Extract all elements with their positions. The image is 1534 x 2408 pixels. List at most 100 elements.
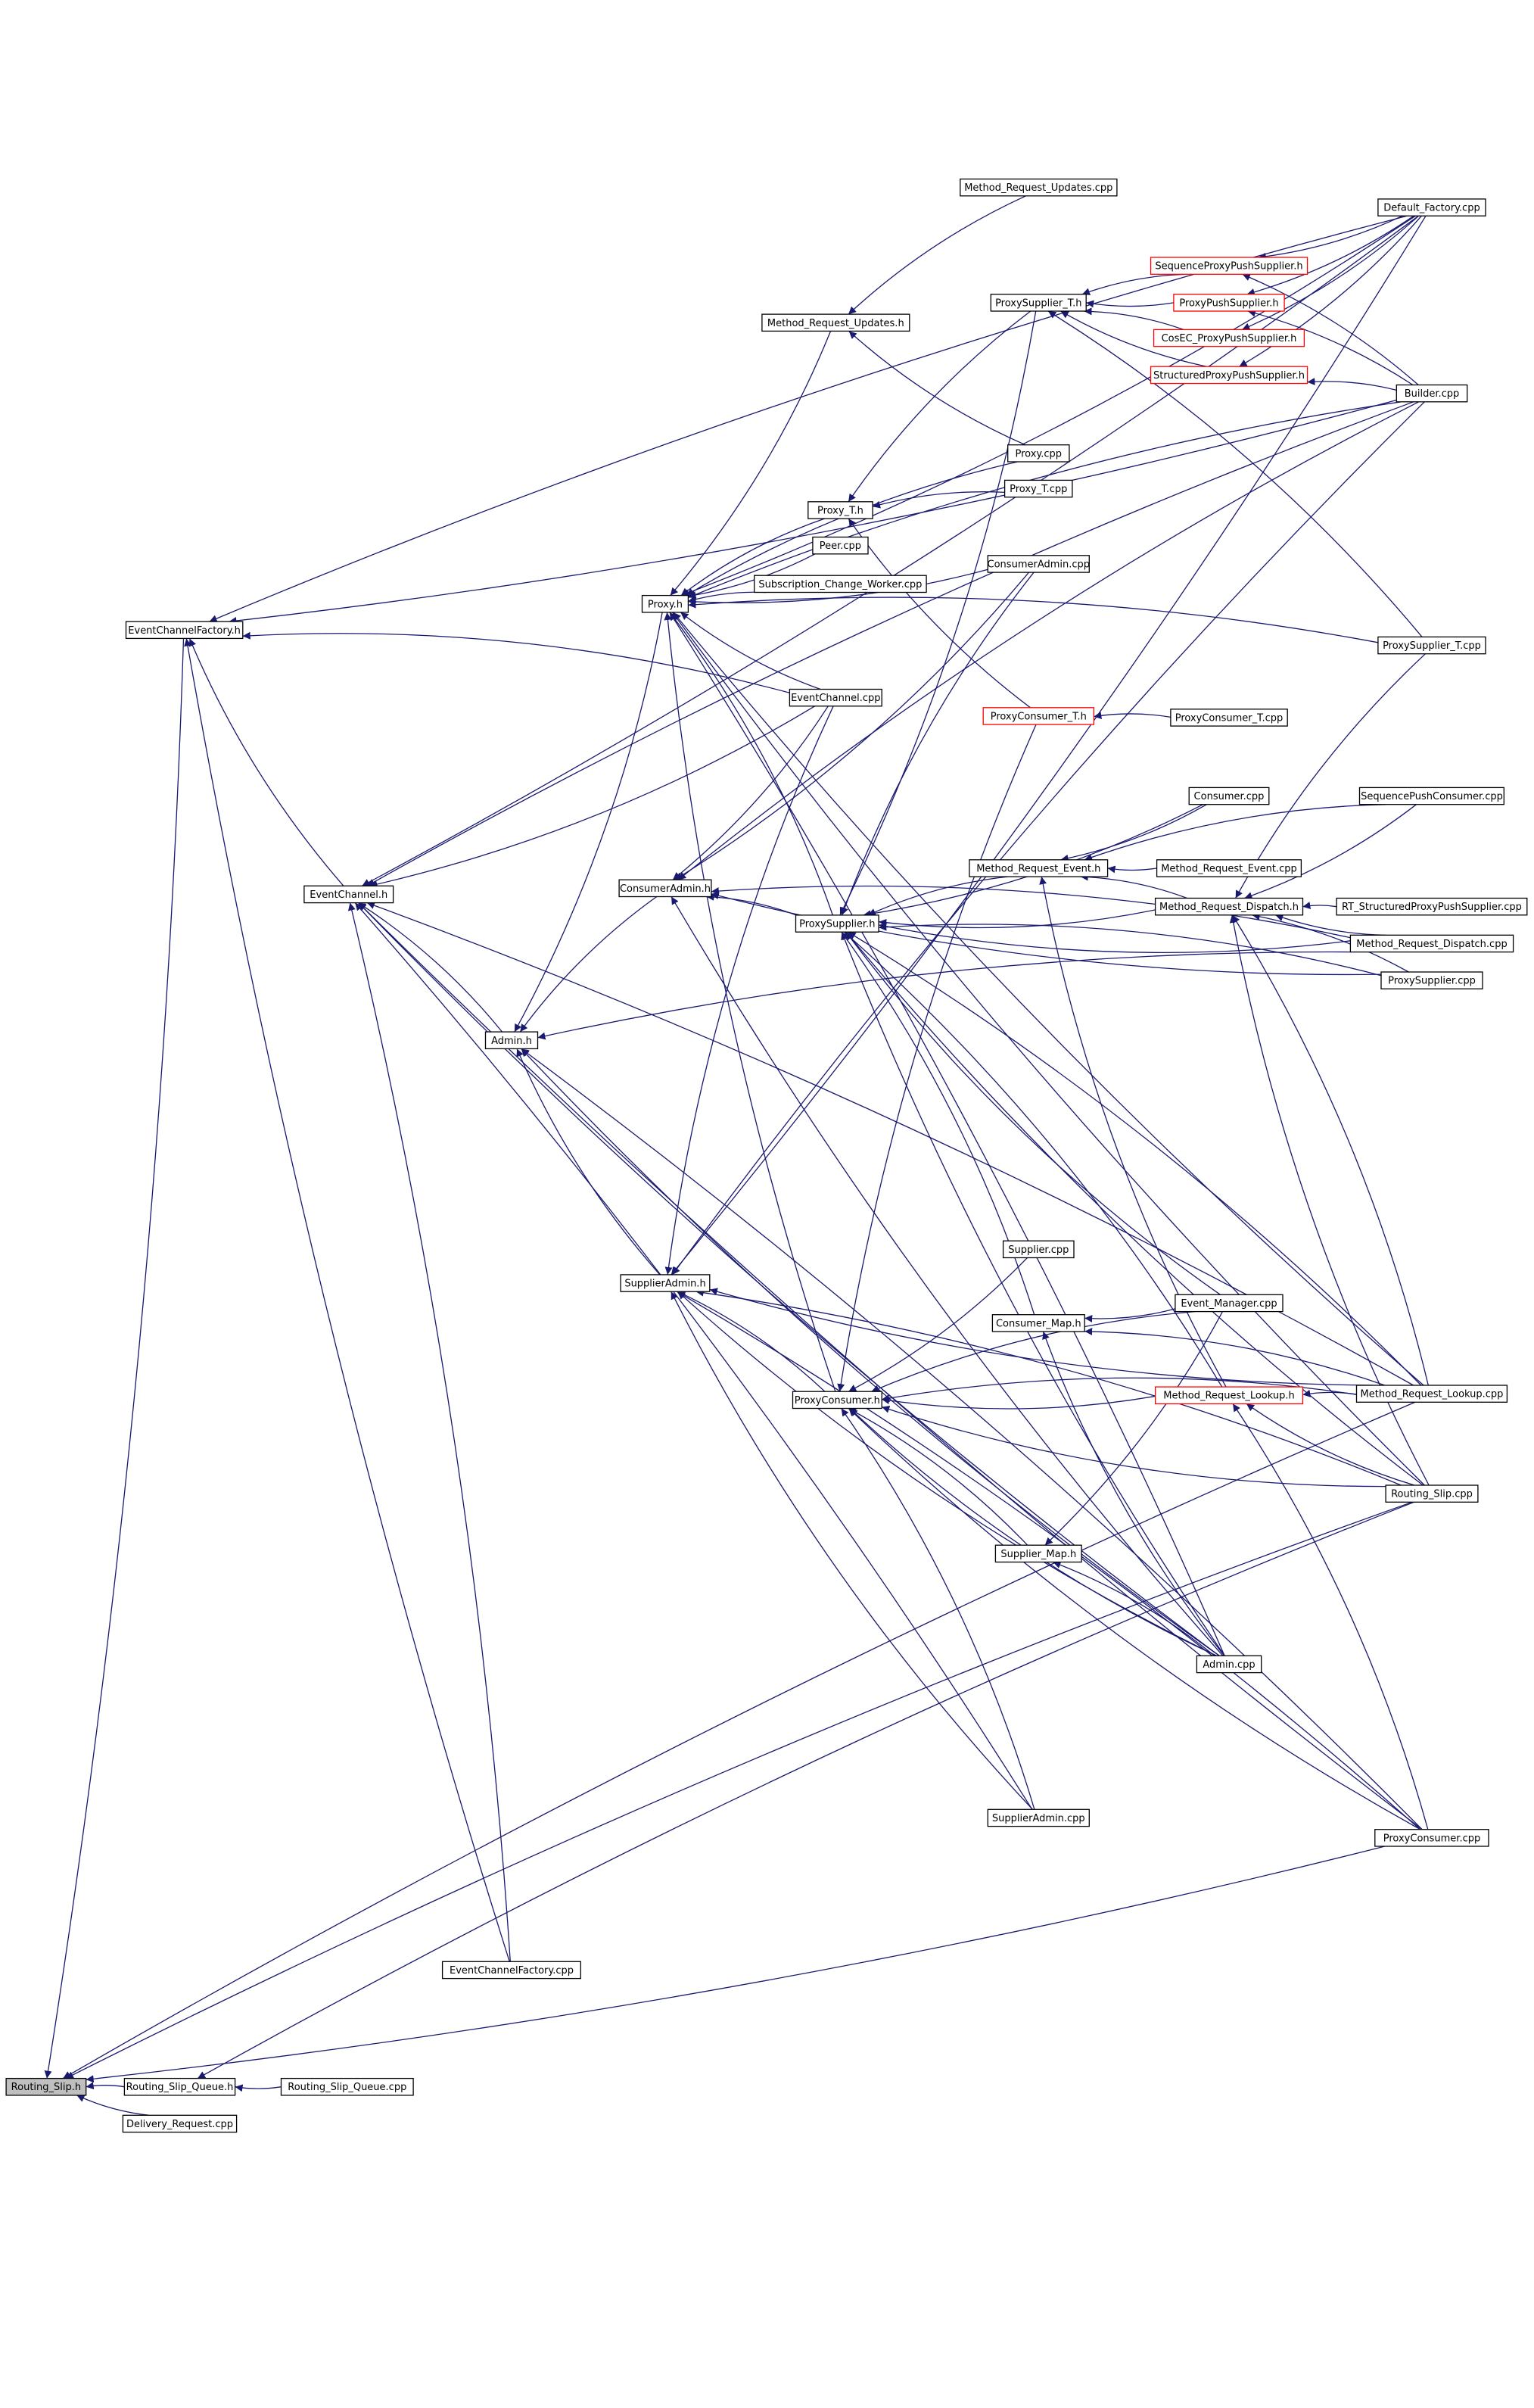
- node-label: Routing_Slip.h: [11, 2082, 81, 2093]
- node-box: [1003, 479, 1073, 498]
- node-routing-slip-h[interactable]: Routing_Slip.h: [5, 2077, 87, 2096]
- node-method-request-event-h[interactable]: Method_Request_Event.h: [969, 859, 1109, 877]
- edge-proxyconsumer_cpp-to-supplieradmin_h: [677, 1291, 1420, 1830]
- edge-method_request_lookup_h-to-proxysupplier_h: [844, 931, 1223, 1388]
- node-box: [761, 313, 910, 332]
- node-box: [1196, 1655, 1262, 1674]
- node-label: StructuredProxyPushSupplier.h: [1153, 370, 1305, 382]
- edge-event_manager_cpp-to-consumer_map_h: [1084, 1308, 1176, 1322]
- node-label: CosEC_ProxyPushSupplier.h: [1162, 333, 1297, 344]
- edge-consumeradmin_h-to-admin_h: [519, 896, 658, 1033]
- node-supplieradmin-h[interactable]: SupplierAdmin.h: [620, 1274, 711, 1292]
- edge-proxyconsumer_h-to-supplieradmin_h: [677, 1291, 826, 1392]
- node-box: [812, 536, 869, 555]
- node-event-manager-cpp[interactable]: Event_Manager.cpp: [1175, 1294, 1284, 1313]
- edge-builder_cpp-to-proxy_h: [688, 401, 1402, 599]
- edge-peer_cpp-to-proxy_h: [688, 553, 816, 599]
- node-eventchannel-h[interactable]: EventChannel.h: [303, 885, 394, 904]
- node-proxypushsupplier-h[interactable]: ProxyPushSupplier.h: [1173, 294, 1285, 312]
- node-supplier-cpp[interactable]: Supplier.cpp: [1002, 1240, 1075, 1259]
- edge-cosec_proxypushsupplier_h-to-proxysupplier_t_h: [1084, 307, 1184, 331]
- edge-default_factory_cpp-to-eventchannelfactory_h: [209, 215, 1408, 622]
- edge-builder_cpp-to-consumeradmin_h: [677, 401, 1419, 880]
- node-delivery-request-cpp[interactable]: Delivery_Request.cpp: [122, 2114, 238, 2133]
- node-admin-h[interactable]: Admin.h: [484, 1031, 539, 1050]
- node-sequenceproxypushsupplier-h[interactable]: SequenceProxyPushSupplier.h: [1150, 257, 1308, 275]
- node-peer-cpp[interactable]: Peer.cpp: [812, 536, 869, 555]
- node-consumer-map-h[interactable]: Consumer_Map.h: [991, 1314, 1085, 1332]
- node-label: Routing_Slip_Queue.h: [126, 2082, 234, 2093]
- node-proxysupplier-cpp[interactable]: ProxySupplier.cpp: [1380, 971, 1483, 989]
- node-cosec-proxypushsupplier-h[interactable]: CosEC_ProxyPushSupplier.h: [1153, 329, 1305, 347]
- edge-method_request_updates_cpp-to-method_request_updates_h: [848, 195, 1026, 315]
- node-method-request-dispatch-cpp[interactable]: Method_Request_Dispatch.cpp: [1349, 934, 1514, 953]
- edge-proxysupplier_t_cpp-to-proxy_h: [688, 597, 1379, 643]
- edge-routing_slip_queue_cpp-to-routing_slip_queue_h: [235, 2084, 282, 2092]
- node-eventchannel-cpp[interactable]: EventChannel.cpp: [789, 688, 882, 707]
- node-proxysupplier-h[interactable]: ProxySupplier.h: [795, 914, 879, 933]
- node-sequencepushconsumer-cpp[interactable]: SequencePushConsumer.cpp: [1358, 787, 1504, 805]
- node-method-request-dispatch-h[interactable]: Method_Request_Dispatch.h: [1154, 897, 1304, 916]
- node-eventchannelfactory-h[interactable]: EventChannelFactory.h: [125, 621, 244, 640]
- edge-routing_slip_cpp-to-routing_slip_h: [65, 1501, 1413, 2079]
- node-proxyconsumer-cpp[interactable]: ProxyConsumer.cpp: [1374, 1829, 1489, 1847]
- node-rt-structuredproxypushsupplier-cpp[interactable]: RT_StructuredProxyPushSupplier.cpp: [1336, 897, 1528, 916]
- node-proxyconsumer-h[interactable]: ProxyConsumer.h: [792, 1391, 882, 1410]
- node-box: [123, 2077, 236, 2096]
- node-box: [1153, 329, 1305, 347]
- node-routing-slip-queue-cpp[interactable]: Routing_Slip_Queue.cpp: [280, 2077, 414, 2096]
- node-admin-cpp[interactable]: Admin.cpp: [1196, 1655, 1262, 1674]
- node-default-factory-cpp[interactable]: Default_Factory.cpp: [1377, 198, 1486, 217]
- node-label: Supplier_Map.h: [1000, 1549, 1076, 1560]
- node-method-request-updates-h[interactable]: Method_Request_Updates.h: [761, 313, 910, 332]
- node-builder-cpp[interactable]: Builder.cpp: [1396, 384, 1468, 403]
- edge-layer: [44, 195, 1430, 2116]
- node-method-request-lookup-h[interactable]: Method_Request_Lookup.h: [1154, 1386, 1304, 1405]
- node-proxy-cpp[interactable]: Proxy.cpp: [1007, 444, 1070, 463]
- node-box: [1002, 1240, 1075, 1259]
- node-routing-slip-cpp[interactable]: Routing_Slip.cpp: [1385, 1484, 1479, 1503]
- node-subscription-change-worker-cpp[interactable]: Subscription_Change_Worker.cpp: [754, 575, 927, 593]
- node-eventchannelfactory-cpp[interactable]: EventChannelFactory.cpp: [441, 1961, 581, 1980]
- edge-proxy_t_cpp-to-proxy_t_h: [872, 491, 1005, 509]
- node-box: [1336, 897, 1528, 916]
- node-proxy-t-h[interactable]: Proxy_T.h: [807, 501, 873, 519]
- node-label: ProxyConsumer.h: [795, 1395, 880, 1406]
- node-proxyconsumer-t-h[interactable]: ProxyConsumer_T.h: [982, 707, 1095, 725]
- node-proxysupplier-t-cpp[interactable]: ProxySupplier_T.cpp: [1377, 636, 1486, 655]
- node-proxyconsumer-t-cpp[interactable]: ProxyConsumer_T.cpp: [1170, 709, 1288, 727]
- edge-method_request_lookup_cpp-to-proxyconsumer_h: [882, 1377, 1357, 1402]
- edge-method_request_dispatch_cpp-to-method_request_dispatch_h: [1275, 914, 1386, 936]
- edge-proxyconsumer_cpp-to-method_request_lookup_h: [1232, 1403, 1429, 1830]
- node-consumeradmin-cpp[interactable]: ConsumerAdmin.cpp: [988, 555, 1091, 573]
- edge-eventchannelfactory_cpp-to-eventchannelfactory_h: [184, 638, 510, 1962]
- node-method-request-event-cpp[interactable]: Method_Request_Event.cpp: [1156, 859, 1302, 877]
- edge-proxyconsumer_t_cpp-to-proxyconsumer_t_h: [1094, 712, 1172, 720]
- node-box: [792, 1391, 882, 1410]
- node-label: Method_Request_Updates.cpp: [964, 182, 1112, 194]
- edge-routing_slip_cpp-to-supplieradmin_h: [695, 1288, 1402, 1486]
- node-layer: Routing_Slip.h EventChannelFactory.hEvent…: [5, 178, 1528, 2133]
- edge-admin_cpp-to-supplier_map_h: [1053, 1561, 1215, 1656]
- node-proxysupplier-t-h[interactable]: ProxySupplier_T.h: [990, 294, 1087, 312]
- node-method-request-lookup-cpp[interactable]: Method_Request_Lookup.cpp: [1355, 1385, 1508, 1403]
- node-structuredproxypushsupplier-h[interactable]: StructuredProxyPushSupplier.h: [1150, 366, 1308, 385]
- edge-proxysupplier_t_h-to-proxy_t_h: [848, 310, 1031, 503]
- edge-method_request_lookup_h-to-method_request_event_h: [1039, 876, 1227, 1388]
- node-supplier-map-h[interactable]: Supplier_Map.h: [994, 1544, 1082, 1563]
- edge-routing_slip_cpp-to-method_request_dispatch_h: [1229, 914, 1430, 1486]
- node-box: [441, 1961, 581, 1980]
- node-supplieradmin-cpp[interactable]: SupplierAdmin.cpp: [987, 1808, 1090, 1827]
- node-proxy-h[interactable]: Proxy.h: [641, 594, 689, 613]
- node-consumer-cpp[interactable]: Consumer.cpp: [1188, 787, 1270, 805]
- node-label: EventChannel.h: [310, 889, 387, 901]
- node-routing-slip-queue-h[interactable]: Routing_Slip_Queue.h: [123, 2077, 236, 2096]
- edge-routing_slip_cpp-to-proxysupplier_h: [845, 931, 1424, 1486]
- node-label: Method_Request_Dispatch.h: [1159, 902, 1299, 913]
- node-proxy-t-cpp[interactable]: Proxy_T.cpp: [1003, 479, 1073, 498]
- node-method-request-updates-cpp[interactable]: Method_Request_Updates.cpp: [960, 178, 1118, 197]
- edge-method_request_dispatch_h-to-method_request_event_h: [1080, 873, 1187, 899]
- edge-admin_cpp-to-proxy_h: [669, 612, 1225, 1656]
- edge-default_factory_cpp-to-proxy_h: [681, 215, 1416, 597]
- node-consumeradmin-h[interactable]: ConsumerAdmin.h: [618, 879, 712, 898]
